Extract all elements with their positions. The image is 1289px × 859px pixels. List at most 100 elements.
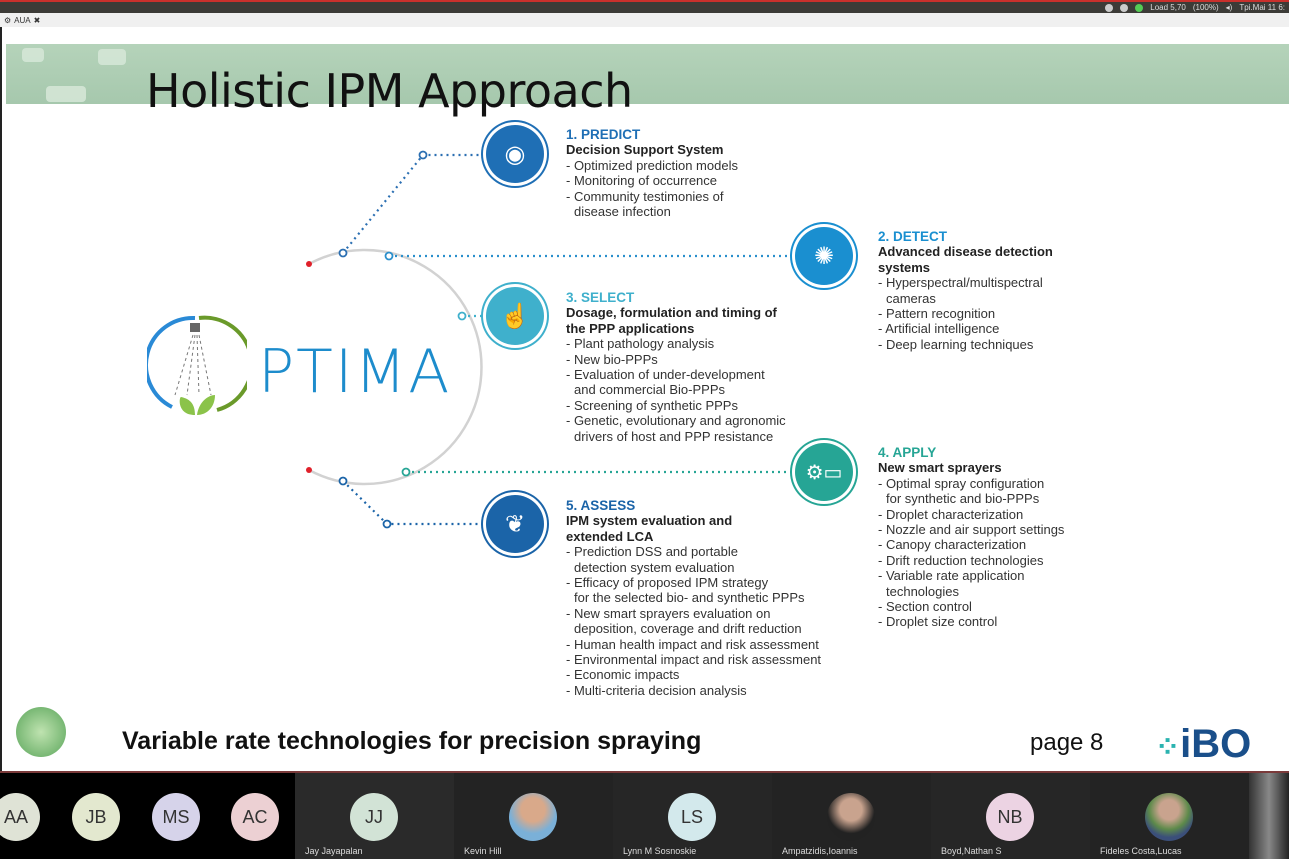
clock[interactable]: Tpi.Mai 11 6:: [1239, 3, 1285, 12]
stage-item: - Hyperspectral/multispectral: [878, 275, 1043, 291]
stage-item: - Variable rate application: [878, 568, 1025, 584]
stage-item: - Screening of synthetic PPPs: [566, 397, 738, 413]
decorative-box: [46, 86, 86, 102]
participant-tile[interactable]: Fideles Costa,Lucas: [1090, 773, 1249, 859]
arc-end-dot: [306, 467, 312, 473]
stage-item: - Prediction DSS and portable: [566, 544, 738, 560]
participant-avatar[interactable]: MS: [152, 793, 200, 841]
connector-assess: [342, 480, 485, 526]
decorative-network-icon: [22, 48, 44, 62]
participant-name: Lynn M Sosnoskie: [623, 846, 697, 856]
participant-tile[interactable]: NB Boyd,Nathan S: [931, 773, 1090, 859]
partner-logo: ⁘iBO: [1155, 722, 1252, 766]
node-select: [457, 311, 467, 321]
alarm-light-icon: ◉: [486, 125, 544, 183]
stage-item: technologies: [886, 583, 959, 599]
stage-item: detection system evaluation: [574, 559, 735, 575]
stage-subtitle: New smart sprayers: [878, 460, 1002, 476]
participant-tile[interactable]: LS Lynn M Sosnoskie: [613, 773, 772, 859]
network-icon[interactable]: [1105, 3, 1114, 12]
volume-icon[interactable]: ◂): [1225, 3, 1233, 12]
stage-item: - Human health impact and risk assessmen…: [566, 636, 819, 652]
stage-heading: 5. ASSESS: [566, 498, 636, 513]
participant-name: Jay Jayapalan: [305, 846, 363, 856]
avatar-initials: NB: [997, 806, 1023, 827]
participant-tile[interactable]: JJ Jay Jayapalan: [295, 773, 454, 859]
stage-subtitle: Decision Support System: [566, 142, 724, 158]
stage-select: 3. SELECT Dosage, formulation and timing…: [566, 290, 796, 444]
tab-gear-icon: ⚙: [4, 15, 12, 25]
stage-detect: 2. DETECT Advanced disease detection sys…: [878, 229, 1078, 352]
stage-subtitle: IPM system evaluation and extended LCA: [566, 513, 733, 544]
stage-heading: 2. DETECT: [878, 229, 948, 244]
node-assess-bend: [382, 519, 392, 529]
participant-name: Fideles Costa,Lucas: [1100, 846, 1182, 856]
participant-tile[interactable]: Kevin Hill: [454, 773, 613, 859]
arc-start-dot: [306, 261, 312, 267]
stage-item: drivers of host and PPP resistance: [574, 428, 774, 444]
participant-photo: [1145, 793, 1193, 841]
avatar-initials: AA: [3, 806, 28, 827]
stage-item: - New bio-PPPs: [566, 351, 658, 367]
page-number: page 8: [1030, 729, 1104, 756]
battery-indicator[interactable]: (100%): [1192, 3, 1219, 12]
participant-avatar: NB: [986, 793, 1034, 841]
avatar-initials: JB: [85, 806, 107, 827]
stage-item: - Optimized prediction models: [566, 157, 738, 173]
avatar-initials: AC: [242, 806, 268, 827]
stage-item: disease infection: [574, 204, 671, 220]
participant-strip: AA JB MS AC JJ Jay Jayapalan Kevin Hill L…: [0, 771, 1289, 859]
stage-item: - Genetic, evolutionary and agronomic: [566, 413, 786, 429]
stage-item: - New smart sprayers evaluation on: [566, 605, 771, 621]
hand-pointer-icon: ☝: [486, 287, 544, 345]
avatar-initials: JJ: [365, 806, 383, 827]
node-predict-bend: [418, 150, 428, 160]
stage-item: - Plant pathology analysis: [566, 336, 715, 352]
stage-heading: 3. SELECT: [566, 290, 635, 305]
stage-predict: 1. PREDICT Decision Support System - Opt…: [566, 127, 786, 219]
participant-avatar: JJ: [350, 793, 398, 841]
stage-item: - Monitoring of occurrence: [566, 173, 718, 189]
stage-item: - Nozzle and air support settings: [878, 522, 1065, 538]
system-top-bar: Load 5,70 (100%) ◂) Tpi.Mai 11 6:: [0, 0, 1289, 13]
participant-tile[interactable]: Ampatzidis,Ioannis: [772, 773, 931, 859]
check-icon[interactable]: [1135, 3, 1144, 12]
slide-title: Holistic IPM Approach: [146, 64, 633, 118]
title-band: Holistic IPM Approach: [6, 44, 1289, 118]
participant-name: Ampatzidis,Ioannis: [782, 846, 858, 856]
participant-photo: [509, 793, 557, 841]
stage-subtitle: Dosage, formulation and timing of the PP…: [566, 305, 777, 336]
close-tab-icon[interactable]: ✖: [33, 15, 41, 25]
decorative-box: [98, 49, 126, 65]
computer-gear-icon: ⚙▭: [795, 443, 853, 501]
stage-item: - Evaluation of under-development: [566, 367, 765, 383]
avatar-initials: LS: [680, 806, 704, 827]
participant-avatar[interactable]: JB: [72, 793, 120, 841]
stage-item: - Artificial intelligence: [878, 321, 1000, 337]
node-predict: [338, 248, 348, 258]
optima-logo-icon: [147, 315, 247, 415]
stage-heading: 4. APPLY: [878, 445, 937, 460]
cycle-arc: [308, 248, 483, 486]
stage-item: deposition, coverage and drift reduction: [574, 621, 802, 637]
stage-item: - Community testimonies of: [566, 188, 724, 204]
stage-item: for synthetic and bio-PPPs: [886, 491, 1040, 507]
node-detect: [384, 251, 394, 261]
participant-avatar[interactable]: AC: [231, 793, 279, 841]
participant-name: Boyd,Nathan S: [941, 846, 1002, 856]
stage-item: cameras: [886, 290, 936, 306]
presentation-slide: Holistic IPM Approach ◉ ✺ ☝ ⚙▭ ❦ 1. PRED…: [0, 27, 1289, 771]
stage-item: - Droplet size control: [878, 614, 998, 630]
participant-photo: [827, 793, 875, 841]
self-video-tile[interactable]: [1249, 773, 1289, 859]
stage-item: - Droplet characterization: [878, 506, 1024, 522]
participant-avatar[interactable]: AA: [0, 793, 40, 841]
globe-plant-icon: [16, 707, 66, 757]
tab-aua[interactable]: AUA: [14, 15, 31, 25]
pin-icon[interactable]: [1120, 3, 1129, 12]
system-tray: Load 5,70 (100%) ◂) Tpi.Mai 11 6:: [1105, 3, 1285, 12]
stage-item: - Deep learning techniques: [878, 336, 1034, 352]
stage-item: - Economic impacts: [566, 667, 680, 683]
connector-predict: [342, 153, 485, 254]
stage-subtitle: Advanced disease detection systems: [878, 244, 1053, 275]
